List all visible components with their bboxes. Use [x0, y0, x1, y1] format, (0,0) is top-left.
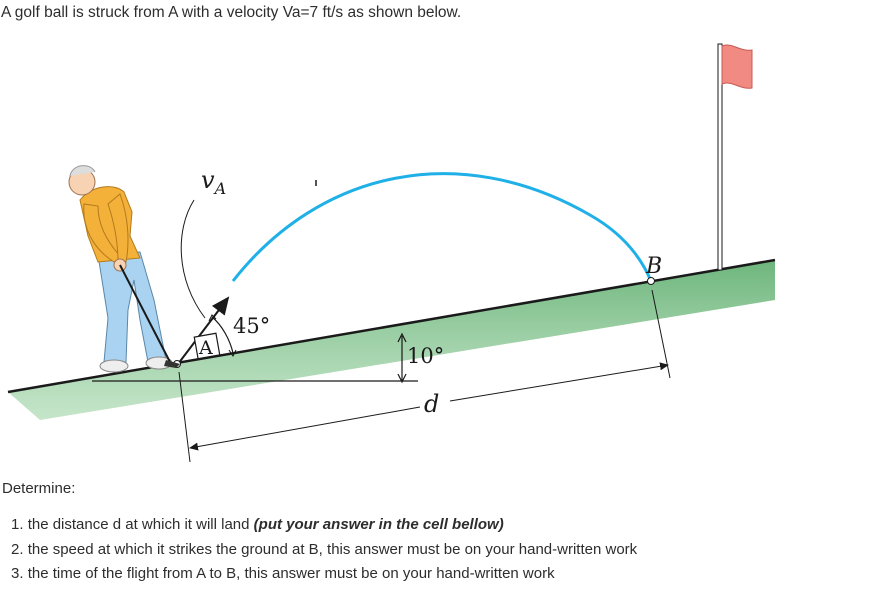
- determine-heading: Determine:: [2, 480, 76, 497]
- flag-icon: [717, 43, 753, 271]
- list-item: 3. the time of the flight from A to B, t…: [11, 562, 637, 587]
- task-text: the speed at which it strikes the ground…: [27, 540, 638, 558]
- velocity-label: vA: [201, 166, 226, 198]
- golfer-illustration: [68, 165, 180, 373]
- list-item: 2. the speed at which it strikes the gro…: [11, 538, 637, 563]
- task-list: 1. the distance d at which it will land …: [11, 513, 637, 587]
- trajectory-arc: [231, 172, 653, 282]
- slope-angle-label: 10°: [407, 344, 444, 368]
- projectile-diagram: A d vA 45° 10° B: [7, 43, 776, 463]
- task-emphasis: (put your answer in the cell bellow): [253, 516, 504, 533]
- task-text: the distance d at which it will land: [27, 516, 250, 533]
- launch-angle-label: 45°: [233, 314, 270, 338]
- dimension-line-right: [449, 362, 669, 402]
- list-item: 1. the distance d at which it will land …: [11, 513, 637, 538]
- ball-at-b: [647, 277, 655, 285]
- problem-statement: A golf ball is struck from A with a velo…: [1, 4, 462, 21]
- task-number: 1.: [11, 516, 24, 533]
- launch-angle-arc: [211, 316, 234, 354]
- task-number: 2.: [11, 540, 24, 558]
- ground-slope: [8, 260, 775, 420]
- point-a-label: A: [198, 337, 213, 359]
- velocity-leader-line: [180, 199, 206, 319]
- task-number: 3.: [11, 565, 24, 582]
- distance-label: d: [424, 390, 439, 418]
- velocity-vector: [177, 296, 230, 365]
- point-a-box: [193, 332, 221, 360]
- dimension-extension-a: [178, 371, 191, 463]
- task-text: the time of the flight from A to B, this…: [27, 565, 555, 582]
- point-b-label: B: [645, 254, 662, 279]
- dimension-line-left: [189, 406, 421, 451]
